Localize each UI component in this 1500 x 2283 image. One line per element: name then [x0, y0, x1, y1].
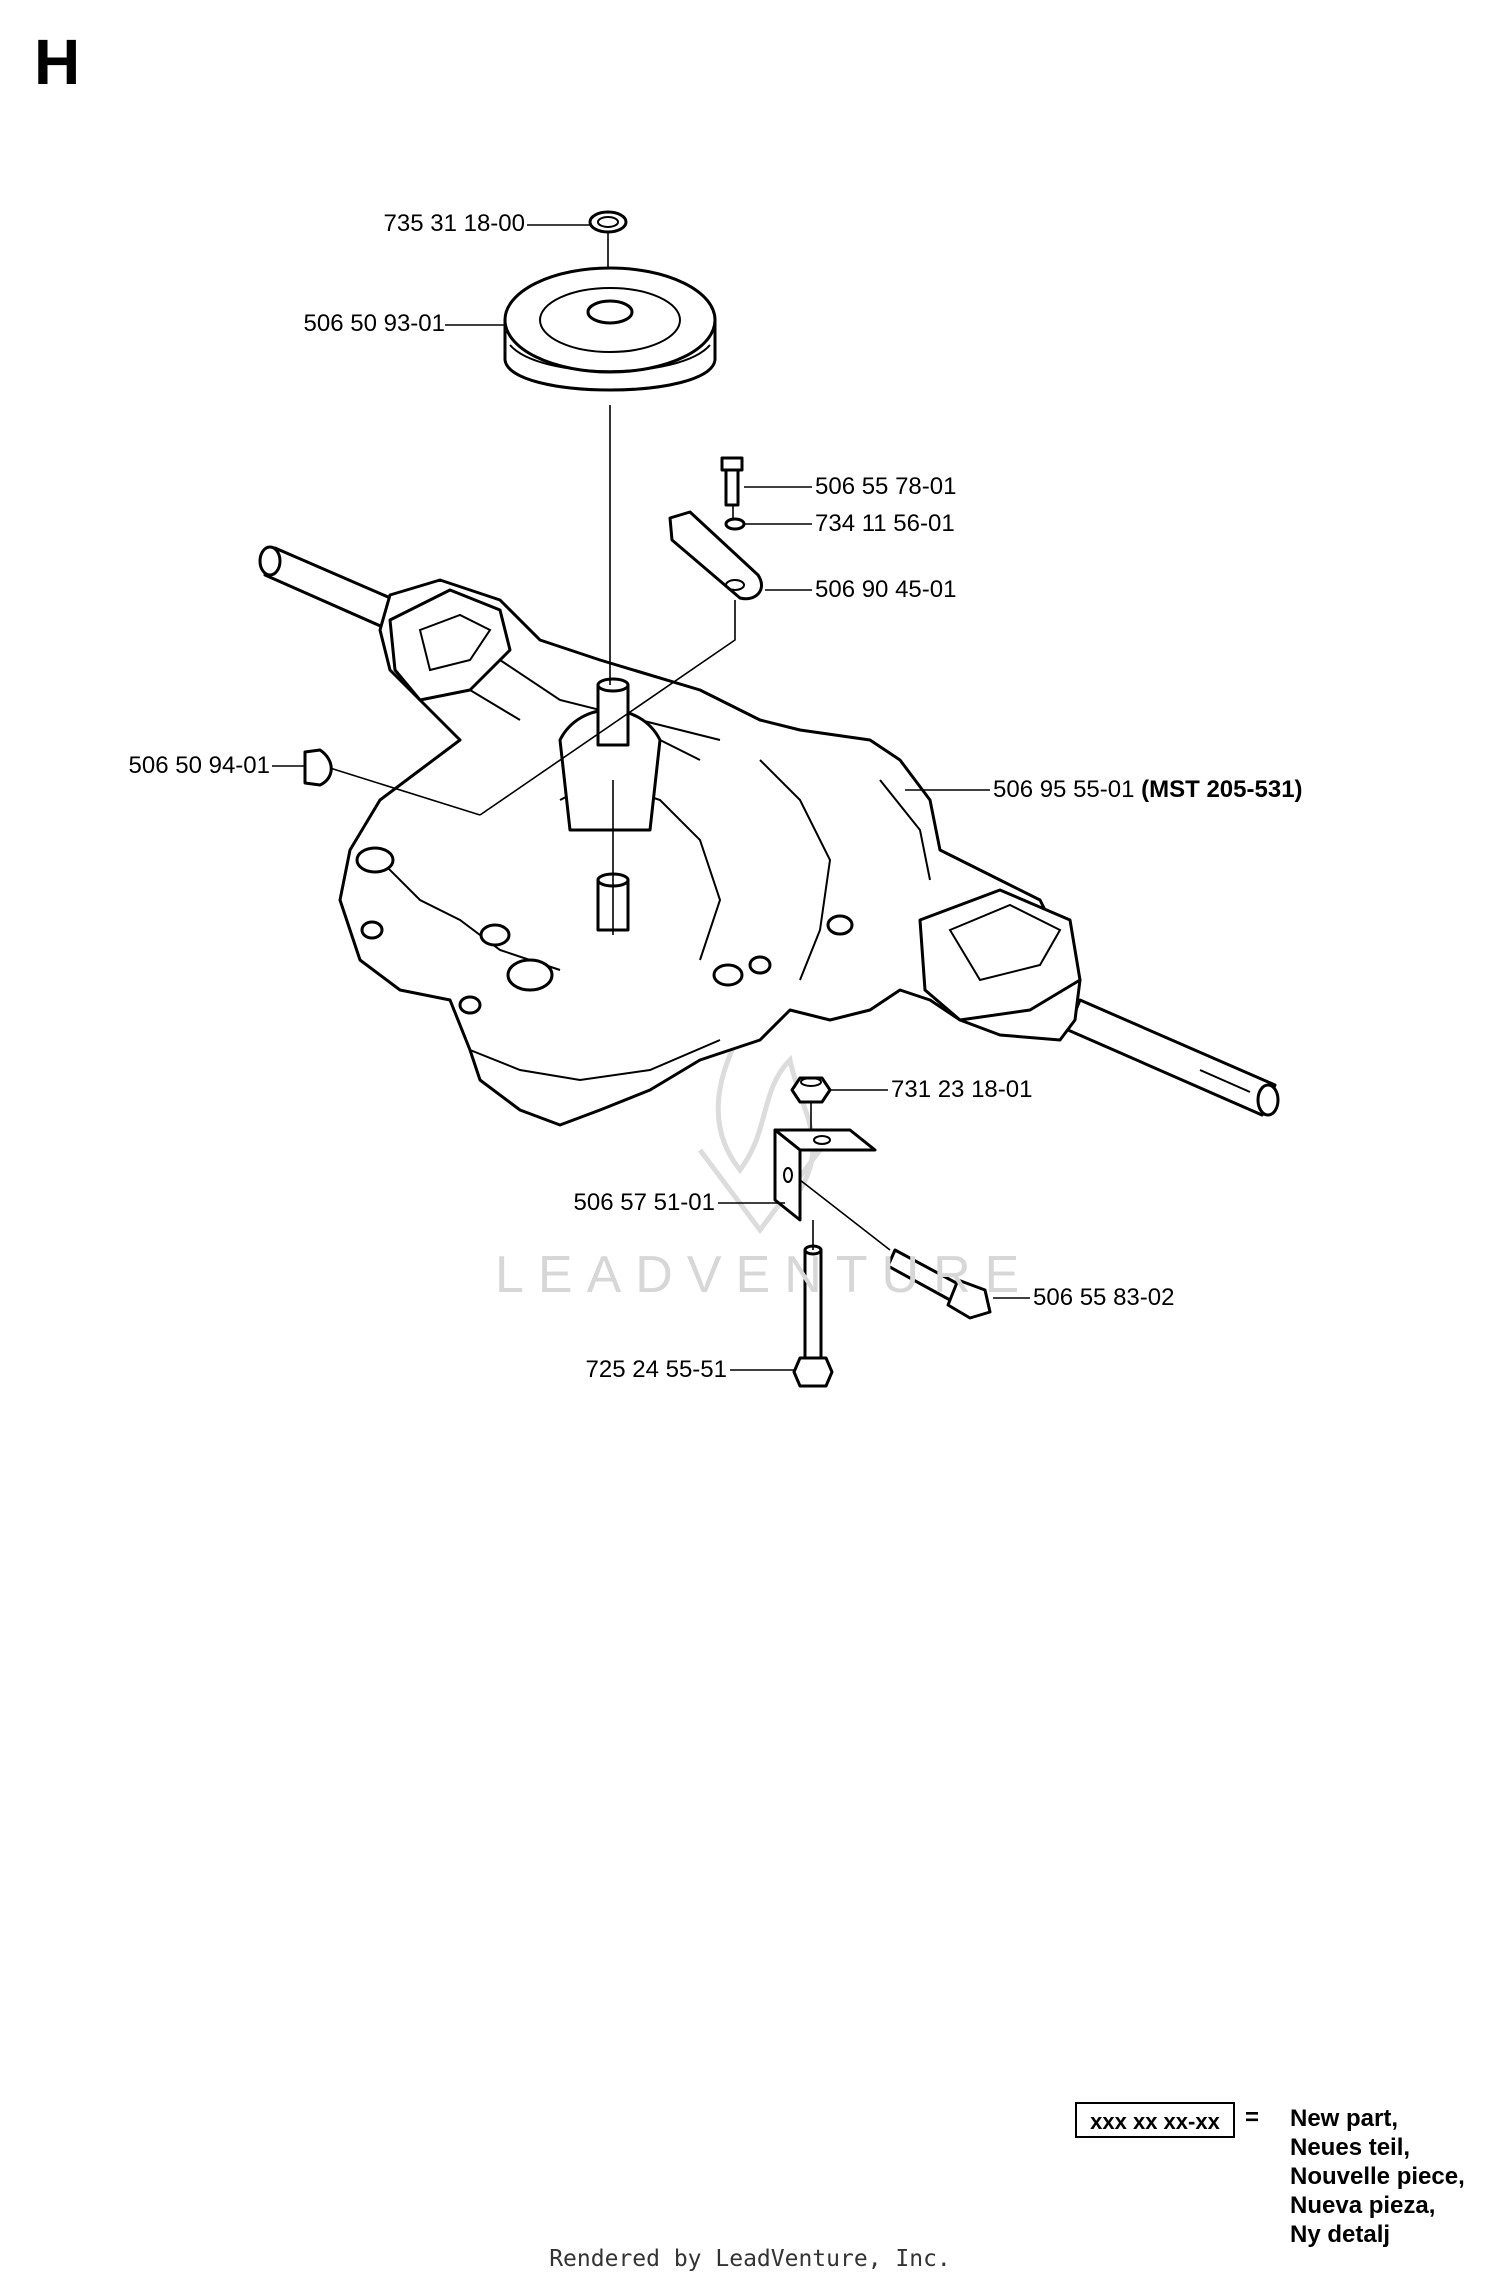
lock-nut	[790, 1076, 832, 1104]
part-label-bolt-small[interactable]: 506 55 78-01	[815, 475, 956, 499]
part-label-bracket[interactable]: 506 57 51-01	[574, 1191, 715, 1215]
part-number[interactable]: 506 90 45-01	[815, 576, 957, 603]
part-label-arm-plate[interactable]: 506 90 45-01	[815, 578, 956, 602]
part-note: (MST 205-531)	[1141, 776, 1303, 803]
footer-credit: Rendered by LeadVenture, Inc.	[549, 2246, 951, 2272]
washer	[724, 517, 746, 531]
part-number[interactable]: 725 24 55-51	[585, 1356, 727, 1383]
part-number[interactable]: 734 11 56-01	[815, 510, 955, 537]
part-number[interactable]: 506 55 83-02	[1033, 1284, 1175, 1311]
bracket	[773, 1128, 877, 1222]
part-number[interactable]: 506 57 51-01	[573, 1189, 715, 1216]
right-axle	[1066, 998, 1280, 1117]
part-number[interactable]: 735 31 18-00	[383, 210, 525, 237]
part-label-washer[interactable]: 734 11 56-01	[815, 512, 955, 536]
watermark-text: LEADVENTURE	[495, 1246, 1034, 1304]
part-label-bolt-vertical[interactable]: 725 24 55-51	[586, 1358, 727, 1382]
part-label-woodruff-key[interactable]: 506 50 94-01	[129, 754, 270, 778]
legend-equals: =	[1245, 2104, 1260, 2131]
legend-line: New part,	[1290, 2105, 1399, 2132]
pulley	[503, 266, 717, 392]
legend-code-box: xxx xx xx-xx	[1075, 2102, 1235, 2138]
part-number[interactable]: 506 50 94-01	[128, 752, 270, 779]
part-label-lock-nut[interactable]: 731 23 18-01	[891, 1078, 1032, 1102]
retaining-ring	[588, 210, 628, 234]
part-label-transaxle[interactable]: 506 95 55-01 (MST 205-531)	[993, 778, 1303, 802]
part-number[interactable]: 506 95 55-01	[993, 776, 1135, 803]
part-number[interactable]: 731 23 18-01	[891, 1076, 1033, 1103]
part-label-retaining-ring[interactable]: 735 31 18-00	[384, 212, 525, 236]
part-number[interactable]: 506 50 93-01	[303, 310, 445, 337]
woodruff-key	[303, 748, 333, 787]
left-axle	[258, 545, 397, 630]
legend-text: New part, Neues teil, Nouvelle piece, Nu…	[1290, 2104, 1465, 2249]
section-letter: H	[34, 26, 81, 98]
transaxle-housing	[338, 578, 1082, 1127]
bolt-horizontal	[886, 1248, 992, 1320]
arm-plate	[668, 510, 763, 601]
bolt-small	[720, 456, 744, 507]
part-label-pulley[interactable]: 506 50 93-01	[304, 312, 445, 336]
bolt-vertical	[792, 1244, 834, 1388]
part-number[interactable]: 506 55 78-01	[815, 473, 957, 500]
legend-line: Nueva pieza,	[1290, 2192, 1436, 2219]
legend-line: Nouvelle piece,	[1290, 2163, 1465, 2190]
legend-line: Neues teil,	[1290, 2134, 1411, 2161]
legend-line: Ny detalj	[1290, 2221, 1391, 2248]
part-label-bolt-horizontal[interactable]: 506 55 83-02	[1033, 1286, 1174, 1310]
